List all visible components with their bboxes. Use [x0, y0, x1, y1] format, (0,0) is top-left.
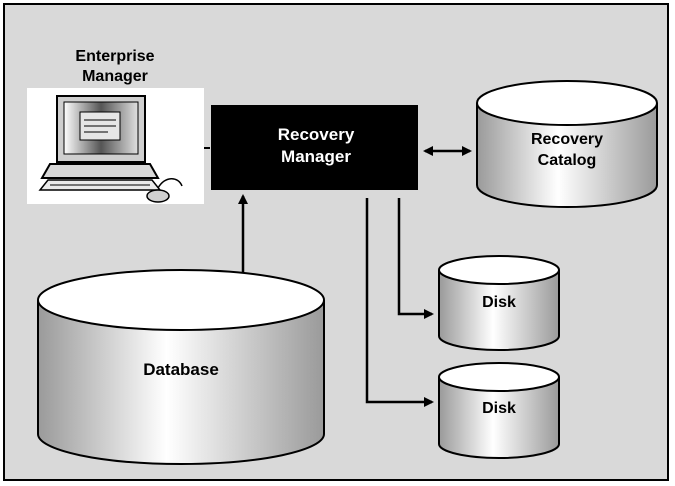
database-cylinder-top: [37, 269, 325, 331]
recovery-manager-label-line1: Recovery: [278, 125, 355, 144]
disk-2-cylinder-top: [438, 362, 560, 392]
recovery-catalog-cylinder-body: [476, 103, 658, 208]
enterprise-manager-label-line1: Enterprise: [75, 48, 154, 65]
rman-to-disk2-arrow: [365, 198, 434, 407]
recovery-catalog-cylinder-top: [476, 80, 658, 126]
disk-1-cylinder-top: [438, 255, 560, 285]
disk-2-label: Disk: [482, 400, 516, 417]
recovery-manager-label-line2: Manager: [281, 147, 351, 166]
recovery-catalog-label-line1: Recovery: [531, 131, 603, 148]
recovery-catalog: Recovery Catalog: [476, 80, 658, 208]
recovery-catalog-label-line2: Catalog: [538, 152, 597, 169]
database-label: Database: [143, 360, 219, 379]
recovery-manager: Recovery Manager: [211, 105, 418, 190]
disk-2-cylinder-body: [438, 377, 560, 459]
enterprise-manager: Enterprise Manager: [27, 48, 204, 204]
disk-1-cylinder-body: [438, 270, 560, 351]
rman-to-disk1-arrow: [397, 198, 434, 319]
disk-2: Disk: [438, 362, 560, 459]
disk-1: Disk: [438, 255, 560, 351]
computer-icon: [38, 95, 183, 203]
enterprise-manager-label-line2: Manager: [82, 68, 148, 85]
database: Database: [37, 269, 325, 465]
disk-1-label: Disk: [482, 294, 516, 311]
recovery-manager-box: [211, 105, 418, 190]
database-cylinder-body: [37, 300, 325, 465]
